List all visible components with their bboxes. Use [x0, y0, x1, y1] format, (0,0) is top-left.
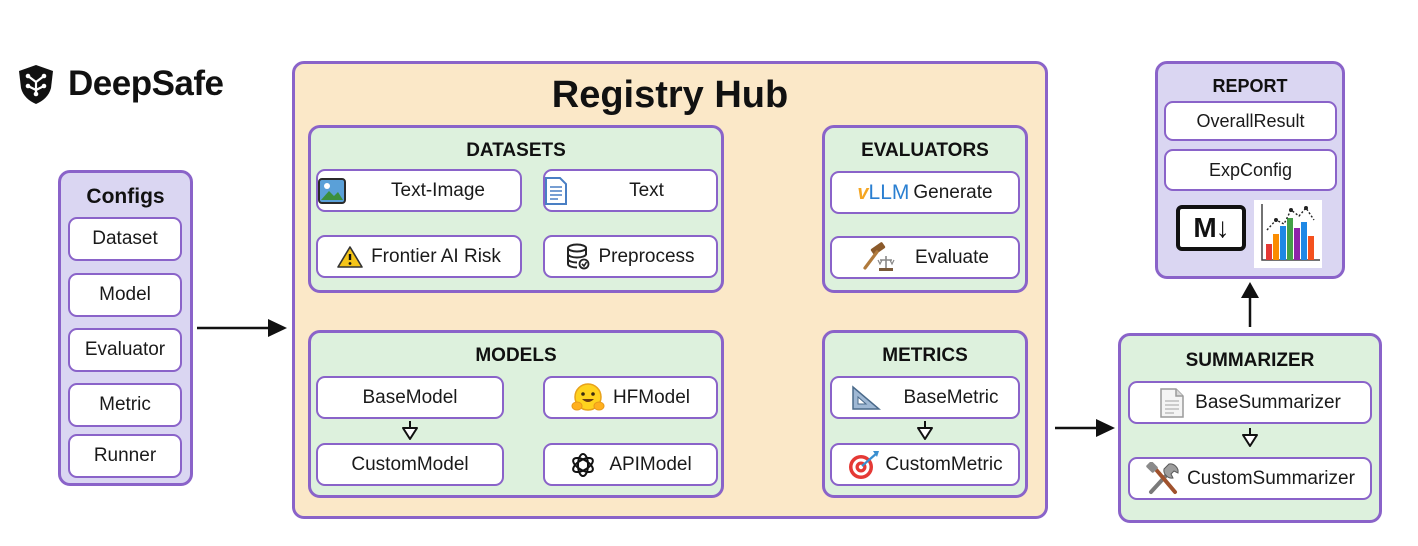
model-api-label: APIModel: [609, 453, 692, 475]
metric-custom[interactable]: CustomMetric: [830, 443, 1020, 486]
report-overall-result[interactable]: OverallResult: [1164, 101, 1337, 141]
warning-icon: [337, 245, 363, 269]
gavel-icon: [861, 241, 895, 274]
metric-custom-label: CustomMetric: [885, 453, 1003, 475]
configs-title: Configs: [86, 185, 165, 208]
dataset-text-label: Text: [629, 179, 664, 201]
dataset-text-image-label: Text-Image: [391, 179, 485, 201]
config-item-runner[interactable]: Runner: [68, 434, 182, 478]
target-icon: [847, 449, 881, 481]
summarizer-title: SUMMARIZER: [1185, 350, 1315, 371]
page-icon: [1159, 387, 1185, 419]
tools-icon: [1145, 461, 1181, 496]
hugging-face-icon: [571, 382, 605, 414]
summarizer-base-label: BaseSummarizer: [1195, 391, 1341, 413]
summarizer-base[interactable]: BaseSummarizer: [1128, 381, 1372, 424]
evaluator-vllm-text: Generate: [913, 181, 993, 203]
shield-circuit-icon: [14, 62, 58, 106]
deepsafe-logo: DeepSafe: [14, 62, 224, 106]
inherit-arrow-icon: [400, 421, 420, 441]
dataset-frontier-label: Frontier AI Risk: [371, 245, 501, 267]
model-custom[interactable]: CustomModel: [316, 443, 504, 486]
set-square-icon: [851, 384, 882, 411]
model-base[interactable]: BaseModel: [316, 376, 504, 419]
report-title: REPORT: [1212, 76, 1288, 96]
dataset-text[interactable]: Text: [543, 169, 718, 212]
summarizer-custom-label: CustomSummarizer: [1187, 467, 1355, 489]
inherit-arrow-icon: [1240, 428, 1260, 448]
logo-text: DeepSafe: [68, 64, 224, 103]
dataset-preprocess-label: Preprocess: [598, 245, 695, 267]
openai-icon: [569, 451, 597, 479]
models-title: MODELS: [475, 345, 557, 366]
chart-icon: [1254, 200, 1322, 268]
metrics-title: METRICS: [882, 345, 968, 366]
markdown-icon-label: M↓: [1193, 212, 1229, 243]
config-item-metric[interactable]: Metric: [68, 383, 182, 427]
metric-base[interactable]: BaseMetric: [830, 376, 1020, 419]
database-icon: [566, 243, 590, 271]
evaluator-evaluate-label: Evaluate: [915, 246, 989, 268]
dataset-text-image[interactable]: Text-Image: [316, 169, 522, 212]
registry-hub-title: Registry Hub: [551, 74, 789, 116]
inherit-arrow-icon: [915, 421, 935, 441]
model-hf-label: HFModel: [612, 386, 691, 408]
model-hf[interactable]: HFModel: [543, 376, 718, 419]
metric-base-label: BaseMetric: [903, 386, 999, 408]
dataset-preprocess[interactable]: Preprocess: [543, 235, 718, 278]
summarizer-custom[interactable]: CustomSummarizer: [1128, 457, 1372, 500]
report-expconfig[interactable]: ExpConfig: [1164, 149, 1337, 191]
markdown-icon: M↓: [1176, 205, 1246, 251]
config-item-dataset[interactable]: Dataset: [68, 217, 182, 261]
document-icon: [545, 176, 567, 205]
vllm-logo-prefix: v: [857, 181, 869, 204]
evaluators-title: EVALUATORS: [861, 140, 989, 161]
config-item-model[interactable]: Model: [68, 273, 182, 317]
vllm-logo-brand: LLM: [868, 180, 910, 204]
config-item-evaluator[interactable]: Evaluator: [68, 328, 182, 372]
dataset-frontier-ai-risk[interactable]: Frontier AI Risk: [316, 235, 522, 278]
model-api[interactable]: APIModel: [543, 443, 718, 486]
image-icon: [318, 177, 346, 204]
evaluator-evaluate[interactable]: Evaluate: [830, 236, 1020, 279]
datasets-title: DATASETS: [466, 140, 566, 161]
